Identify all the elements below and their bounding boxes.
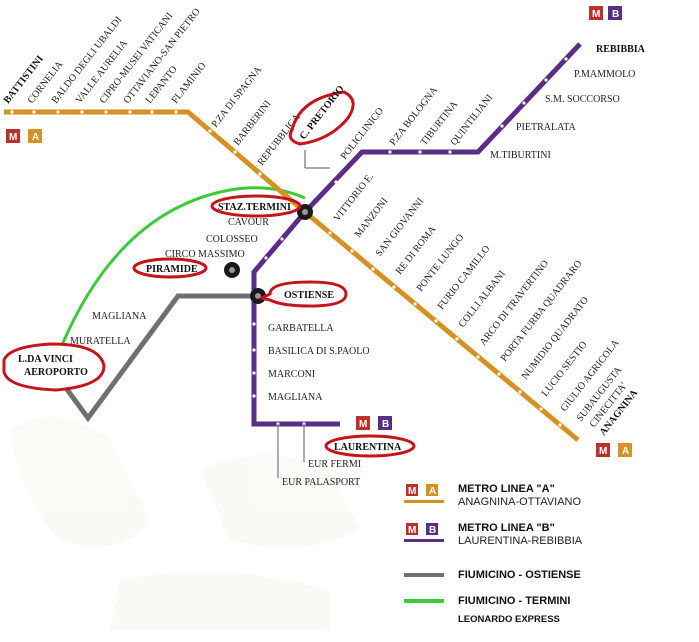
badge-line-b-laurentina: M B — [356, 416, 392, 430]
fiumicino-ostiense-line — [63, 293, 258, 423]
station-eur-fermi[interactable]: EUR FERMI — [308, 459, 361, 470]
badge-m-text: M — [599, 446, 607, 457]
station-garbatella[interactable]: GARBATELLA — [268, 323, 334, 334]
badge-b-text: B — [429, 525, 436, 536]
station-marconi[interactable]: MARCONI — [268, 369, 315, 380]
station-monti-tiburtini[interactable]: M.TIBURTINI — [490, 150, 551, 161]
station-flaminio[interactable]: FLAMINIO — [170, 61, 209, 106]
station-circo-massimo[interactable]: CIRCO MASSIMO — [165, 249, 245, 260]
station-cavour[interactable]: CAVOUR — [228, 217, 269, 228]
station-ponte-mammolo[interactable]: P.MAMMOLO — [574, 69, 635, 80]
badge-m-text: M — [359, 419, 367, 430]
badge-line-b-top: M B — [589, 6, 622, 20]
highlight-ostiense: OSTIENSE — [257, 280, 348, 308]
badge-m-text: M — [9, 132, 17, 143]
station-manzoni[interactable]: MANZONI — [353, 196, 391, 240]
station-basilica-san-paolo[interactable]: BASILICA DI S.PAOLO — [268, 346, 370, 357]
station-colosseo[interactable]: COLOSSEO — [206, 234, 258, 245]
badge-a-text: A — [429, 486, 436, 497]
termini-interchange — [297, 204, 313, 220]
metro-line-a — [4, 109, 580, 442]
legend-fiumicino-termini: FIUMICINO - TERMINI LEONARDO EXPRESS — [404, 595, 570, 625]
station-magliana-rail[interactable]: MAGLIANA — [92, 311, 147, 322]
badge-b-text: B — [612, 9, 619, 20]
badge-a-text: A — [622, 446, 629, 457]
station-piramide[interactable]: PIRAMIDE — [146, 264, 198, 275]
station-santa-maria-del-soccorso[interactable]: S.M. SOCCORSO — [545, 94, 620, 105]
station-numidio-quadrato[interactable]: NUMIDIO QUADRATO — [520, 295, 591, 382]
badge-b-text: B — [382, 419, 389, 430]
map-legend: M A METRO LINEA "A" ANAGNINA-OTTAVIANO M… — [404, 483, 583, 625]
station-ostiense[interactable]: OSTIENSE — [284, 290, 334, 301]
station-rebibbia[interactable]: REBIBBIA — [596, 44, 646, 55]
ostiense-interchange — [250, 288, 266, 304]
line-a-station-dots — [10, 110, 562, 427]
leonardo-express-line — [60, 186, 306, 346]
background-watermark — [10, 417, 360, 630]
badge-m-text: M — [408, 525, 416, 536]
station-laurentina[interactable]: LAURENTINA — [334, 442, 402, 453]
badge-line-a-anagnina: M A — [596, 443, 632, 457]
badge-m-text: M — [408, 486, 416, 497]
line-a-labels: BATTISTINI CORNELIA BALDO DEGLI UBALDI V… — [2, 6, 641, 437]
station-termini[interactable]: STAZ.TERMINI — [218, 202, 291, 213]
station-barberini[interactable]: BARBERINI — [232, 99, 274, 148]
legend-fiumicino-termini-label: FIUMICINO - TERMINI — [458, 595, 570, 607]
station-magliana-b[interactable]: MAGLIANA — [268, 392, 323, 403]
highlight-piramide: PIRAMIDE — [132, 257, 208, 279]
badge-a-text: A — [32, 132, 39, 143]
highlight-airport: L.DA VINCI AEROPORTO — [2, 342, 106, 392]
legend-metro-b-title: METRO LINEA "B" — [458, 522, 555, 534]
legend-metro-b: M B METRO LINEA "B" LAURENTINA-REBIBBIA — [404, 522, 583, 547]
legend-fiumicino-ostiense: FIUMICINO - OSTIENSE — [404, 569, 581, 581]
station-pietralata[interactable]: PIETRALATA — [516, 122, 577, 133]
legend-metro-a-title: METRO LINEA "A" — [458, 483, 555, 495]
badge-m-text: M — [592, 9, 600, 20]
legend-metro-b-route: LAURENTINA-REBIBBIA — [458, 535, 583, 547]
airport-label-line1[interactable]: L.DA VINCI — [18, 354, 73, 365]
airport-label-line2[interactable]: AEROPORTO — [24, 367, 88, 378]
piramide-interchange — [224, 262, 240, 278]
highlight-laurentina: LAURENTINA — [324, 434, 416, 458]
highlight-pretorio: C. PRETORIO — [288, 83, 355, 146]
legend-leonardo-express: LEONARDO EXPRESS — [458, 614, 560, 625]
station-muratella[interactable]: MURATELLA — [70, 336, 131, 347]
legend-metro-a: M A METRO LINEA "A" ANAGNINA-OTTAVIANO — [404, 483, 581, 508]
badge-line-a-left: M A — [6, 129, 42, 143]
legend-fiumicino-ostiense-label: FIUMICINO - OSTIENSE — [458, 569, 581, 581]
legend-metro-a-route: ANAGNINA-OTTAVIANO — [458, 496, 581, 508]
station-eur-palasport[interactable]: EUR PALASPORT — [282, 477, 360, 488]
highlight-termini: STAZ.TERMINI — [210, 194, 302, 218]
station-castro-pretorio[interactable]: C. PRETORIO — [298, 83, 347, 141]
